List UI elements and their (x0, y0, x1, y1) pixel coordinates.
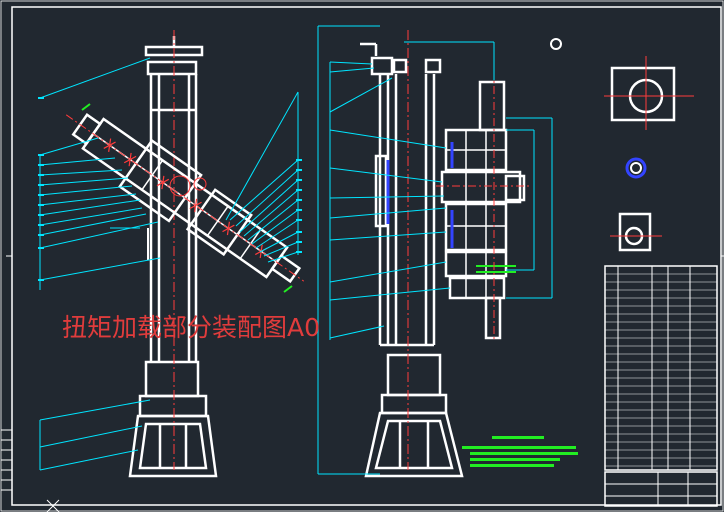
technical-notes (462, 436, 578, 467)
parts-list-table (604, 265, 718, 507)
drawing-title: 扭矩加载部分装配图A0 (62, 313, 321, 342)
middle-view (317, 25, 562, 478)
left-view (38, 30, 305, 478)
detail-views (604, 56, 694, 252)
